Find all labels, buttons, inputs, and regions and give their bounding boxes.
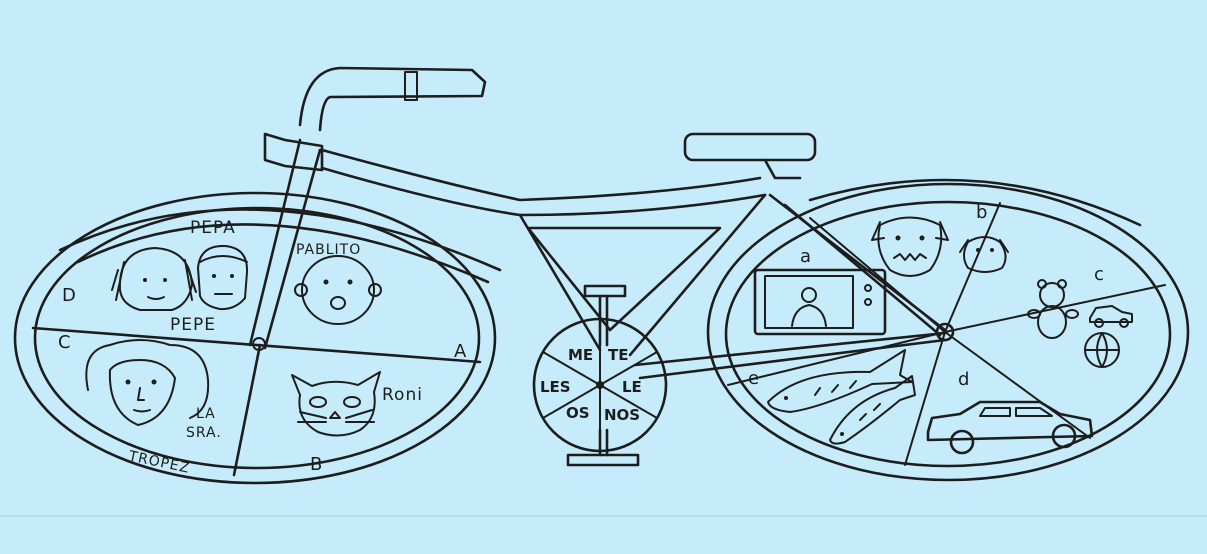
label-pepa: PEPA [190, 218, 236, 238]
hub-word-me: ME [568, 346, 593, 364]
hub-word-te: TE [608, 346, 628, 364]
hub-word-os: OS [566, 404, 590, 422]
bike-frame [250, 68, 945, 465]
hub-word-les: LES [540, 378, 571, 396]
label-sra-1: LA [196, 406, 216, 422]
top-tube-lower [322, 168, 765, 215]
section-label-b-lower: b [976, 202, 987, 223]
pedal-hub: ME TE LE NOS OS LES [534, 319, 666, 451]
label-pablito: PABLITO [296, 242, 361, 258]
hub-word-le: LE [622, 378, 642, 396]
dog-icon [872, 218, 948, 277]
down-tube-left [520, 215, 600, 350]
down-tube-right [630, 195, 765, 355]
toy-car-icon [1090, 306, 1132, 327]
ball-icon [1085, 333, 1119, 367]
hub-word-nos: NOS [604, 406, 640, 424]
top-tube [322, 150, 760, 200]
label-pepe: PEPE [170, 315, 216, 335]
handlebar [300, 68, 485, 130]
seat-post [765, 160, 800, 178]
sra-tropez-face-icon [86, 340, 208, 425]
section-label-a-lower: a [800, 246, 811, 267]
section-label-e-lower: e [748, 368, 759, 389]
front-tire-outer [15, 193, 495, 483]
fish-icon [830, 376, 915, 444]
section-label-c: C [58, 332, 71, 353]
pablito-baby-icon [295, 256, 381, 324]
pepe-face-icon [198, 246, 247, 309]
pedal-bottom [568, 455, 638, 465]
pedal-top [585, 286, 625, 296]
back-wheel: a b c d e [708, 180, 1188, 480]
tv-icon [755, 270, 885, 334]
car-icon [928, 402, 1092, 453]
section-label-c-lower: c [1094, 264, 1104, 285]
label-sra-2: SRA. [186, 425, 222, 441]
section-label-b: B [310, 454, 322, 475]
label-roni: Roni [382, 385, 423, 405]
section-label-d-lower: d [958, 369, 969, 390]
roni-cat-icon [292, 372, 380, 436]
bike-seat [685, 134, 815, 160]
pepa-face-icon [112, 248, 196, 310]
front-divider-lower [234, 345, 260, 475]
section-label-a: A [454, 341, 467, 362]
section-label-d: D [62, 285, 76, 306]
